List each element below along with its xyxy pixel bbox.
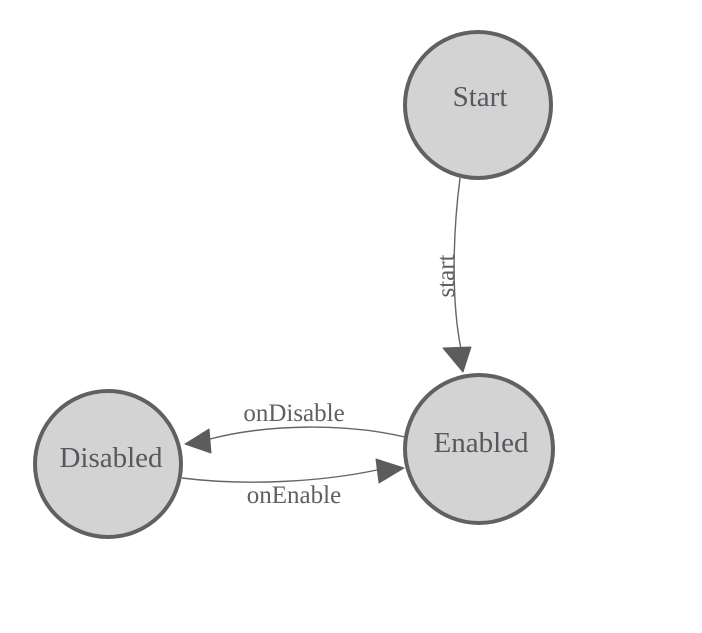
arrowhead-left-icon (184, 428, 212, 454)
edge-label-onenable: onEnable (247, 482, 341, 509)
arrowhead-right-icon (375, 458, 405, 484)
node-start: Start (403, 30, 553, 180)
arrowhead-down-icon (442, 346, 472, 373)
node-label-start: Start (453, 81, 508, 113)
edge-line (453, 177, 462, 350)
edge-start-to-enabled: start (433, 177, 472, 373)
node-disabled: Disabled (33, 389, 183, 539)
state-node-disabled (33, 389, 183, 539)
edge-label-start: start (433, 254, 460, 297)
state-node-start (403, 30, 553, 180)
edge-line (209, 426, 406, 440)
state-node-enabled (403, 373, 555, 525)
node-label-enabled: Enabled (433, 427, 529, 459)
node-enabled: Enabled (403, 373, 555, 525)
edge-label-ondisable: onDisable (243, 400, 344, 427)
node-label-disabled: Disabled (59, 442, 163, 474)
edge-disabled-to-enabled: onEnable (181, 458, 405, 509)
edge-enabled-to-disabled: onDisable (184, 400, 406, 454)
edge-line (181, 469, 378, 483)
